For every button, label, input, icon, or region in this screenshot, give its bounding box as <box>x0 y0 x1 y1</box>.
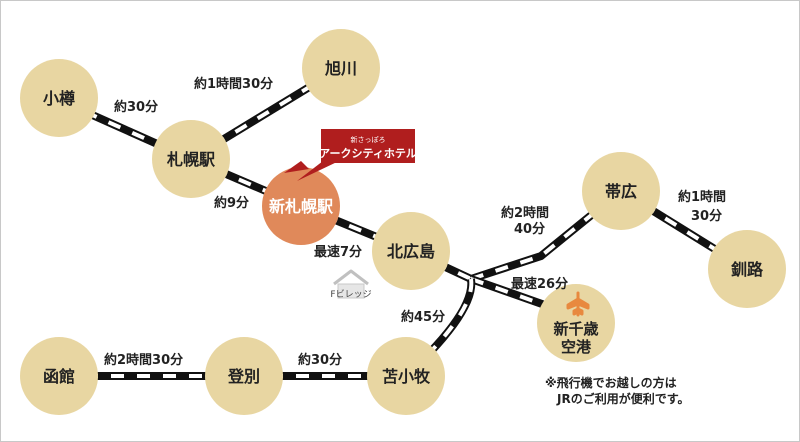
note-line2: JRのご利用が便利です。 <box>556 391 690 406</box>
time-otaru-sapporo: 約30分 <box>114 99 158 115</box>
time-sapporo-asahikawa: 約1時間30分 <box>194 76 273 92</box>
fvillage-label: Fビレッジ <box>330 289 371 300</box>
station-shin-chitose-airport[interactable]: 新千歳 空港 <box>537 284 615 362</box>
station-noboribetsu[interactable]: 登別 <box>205 337 283 415</box>
note-line1: ※飛行機でお越しの方は <box>545 375 677 390</box>
hotel-sign-small-text: 新さっぽろ <box>351 135 386 144</box>
house-icon <box>333 269 369 299</box>
station-label-line1: 新千歳 <box>553 320 598 338</box>
station-label: 小樽 <box>43 89 75 108</box>
station-kita-hiroshima[interactable]: 北広島 <box>372 212 450 290</box>
time-noboribetsu-tomakomai: 約30分 <box>298 352 342 368</box>
time-hakodate-noboribetsu: 約2時間30分 <box>104 352 183 368</box>
travel-times: 約30分 約1時間30分 約9分 最速7分 約2時間 40分 約1時間 30分 … <box>104 76 726 368</box>
station-sapporo[interactable]: 札幌駅 <box>152 120 230 198</box>
station-label-line2: 空港 <box>561 338 592 356</box>
time-kita-hiroshima-obihiro-line2: 40分 <box>514 221 545 237</box>
station-label: 苫小牧 <box>382 367 431 386</box>
station-otaru[interactable]: 小樽 <box>20 59 98 137</box>
time-kita-hiroshima-obihiro-line1: 約2時間 <box>501 205 549 221</box>
rail-junction-obihiro <box>469 187 624 283</box>
station-asahikawa[interactable]: 旭川 <box>302 29 380 107</box>
station-label: 釧路 <box>731 260 764 279</box>
time-to-tomakomai: 約45分 <box>401 309 445 325</box>
station-label: 登別 <box>227 367 260 386</box>
station-hakodate[interactable]: 函館 <box>20 337 98 415</box>
hotel-sign-tail <box>297 161 339 181</box>
time-obihiro-kushiro-line1: 約1時間 <box>678 189 726 205</box>
time-shin-sapporo-kita-hiroshima: 最速7分 <box>314 244 362 260</box>
time-to-airport: 最速26分 <box>511 276 568 292</box>
time-sapporo-shin-sapporo: 約9分 <box>214 195 249 211</box>
station-label: 函館 <box>43 367 75 386</box>
hotel-sign-name: アークシティホテル <box>319 147 417 160</box>
station-label: 新札幌駅 <box>269 197 334 216</box>
airplane-icon <box>566 291 590 317</box>
station-label: 旭川 <box>324 59 357 78</box>
station-label: 札幌駅 <box>166 150 216 169</box>
hotel-sign-pointer <box>284 161 309 173</box>
airport-note: ※飛行機でお越しの方は JRのご利用が便利です。 <box>545 375 690 406</box>
station-label: 北広島 <box>387 242 435 261</box>
hotel-sign-box <box>321 129 415 163</box>
station-shin-sapporo[interactable]: 新札幌駅 <box>262 167 340 245</box>
station-kushiro[interactable]: 釧路 <box>708 230 786 308</box>
time-obihiro-kushiro-line2: 30分 <box>691 208 722 224</box>
hotel-sign[interactable]: 新さっぽろ アークシティホテル <box>284 129 417 181</box>
station-tomakomai[interactable]: 苫小牧 <box>367 337 445 415</box>
station-label: 帯広 <box>605 182 637 201</box>
station-obihiro[interactable]: 帯広 <box>582 152 660 230</box>
fvillage-marker[interactable]: Fビレッジ <box>330 269 372 300</box>
